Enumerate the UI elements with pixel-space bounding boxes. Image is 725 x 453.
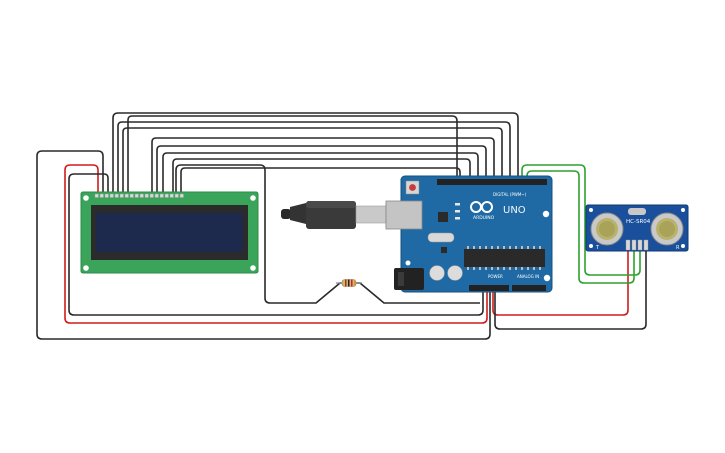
wire-lcd-8[interactable] [180,167,461,196]
wire-sensor-trig[interactable] [526,170,635,284]
analog-header [512,285,546,291]
capacitor [447,265,463,281]
digital-label: DIGITAL (PWM~) [493,192,527,197]
lcd-mount-hole [83,265,89,271]
resistor-icon[interactable] [336,279,362,287]
small-chip [438,212,448,222]
ultrasonic-sensor[interactable]: HC-SR04 T R [585,204,689,252]
wire-lcd-gnd-inner[interactable] [68,173,484,316]
arduino-logo-text: ARDUINO [473,215,495,221]
lcd-mount-hole [250,265,256,271]
sensor-model-text: HC-SR04 [626,219,651,225]
power-header [469,285,509,291]
wire-lcd-1[interactable] [112,112,519,196]
wires [36,112,647,340]
arduino-model-text: UNO [503,205,526,216]
lcd-screen [96,213,243,252]
lcd-mount-hole [250,195,256,201]
wire-lcd-vcc[interactable] [64,164,488,324]
wire-sensor-gnd[interactable] [494,250,647,330]
lcd-display[interactable] [80,191,259,274]
digital-header [437,179,547,185]
wire-lcd-4[interactable] [151,137,495,196]
wire-lcd-9[interactable] [127,115,458,196]
wire-lcd-10[interactable] [175,164,480,304]
transducer-left [590,212,624,246]
wire-sensor-echo[interactable] [521,164,641,276]
usb-b-port [385,200,423,230]
crystal [427,232,455,243]
wire-lcd-2[interactable] [117,121,511,196]
arduino-uno-board[interactable]: ARDUINO UNO DIGITAL (PWM~) POWER ANALOG … [385,175,553,293]
wire-lcd-5[interactable] [156,145,487,196]
wire-sensor-vcc[interactable] [492,250,629,316]
wire-lcd-3[interactable] [122,127,503,196]
capacitor [429,265,445,281]
status-leds [455,203,460,220]
wire-lcd-6[interactable] [162,152,479,196]
lcd-pin-header [94,193,184,198]
sensor-pin-r: R [676,245,680,251]
arduino-logo-icon [470,201,493,213]
atmega-chip [464,249,545,267]
sensor-pins [625,239,649,251]
transducer-right [650,212,684,246]
wire-lcd-7[interactable] [172,158,471,196]
sensor-crystal [628,208,646,215]
sensor-pin-t: T [595,245,600,251]
power-label: POWER [488,274,503,279]
analog-label: ANALOG IN [517,274,539,279]
lcd-mount-hole [83,195,89,201]
wire-lcd-gnd-outer[interactable] [36,150,491,340]
